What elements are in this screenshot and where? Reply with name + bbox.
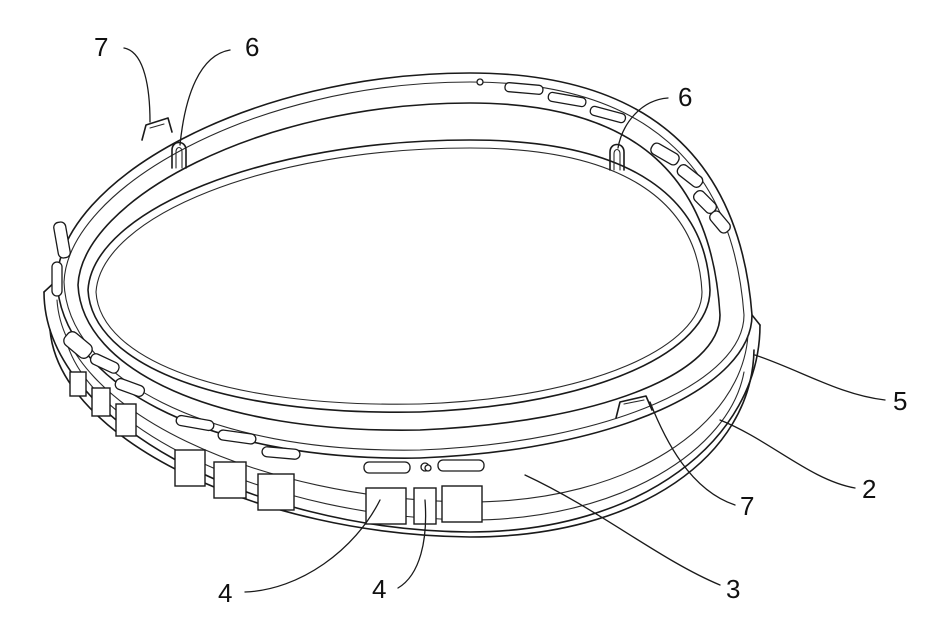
- ref-4-center: 4: [372, 574, 386, 604]
- leader-5: [755, 355, 885, 400]
- leader-4-left: [245, 500, 380, 592]
- leader-7-top-left: [124, 48, 150, 122]
- leader-lines: [124, 48, 885, 592]
- ref-6-top-left: 6: [245, 32, 259, 62]
- ref-6-top-right: 6: [678, 82, 692, 112]
- leader-7-right: [650, 402, 735, 505]
- ref-4-left: 4: [218, 578, 232, 608]
- ref-5: 5: [893, 386, 907, 416]
- inner-hooks: [142, 118, 652, 418]
- leader-2: [720, 420, 855, 488]
- reference-numerals: 7 6 6 5 2 7 4 4 3: [94, 32, 907, 608]
- ref-3: 3: [726, 574, 740, 604]
- ref-7-top-left: 7: [94, 32, 108, 62]
- ref-7-right: 7: [740, 491, 754, 521]
- ref-2: 2: [862, 474, 876, 504]
